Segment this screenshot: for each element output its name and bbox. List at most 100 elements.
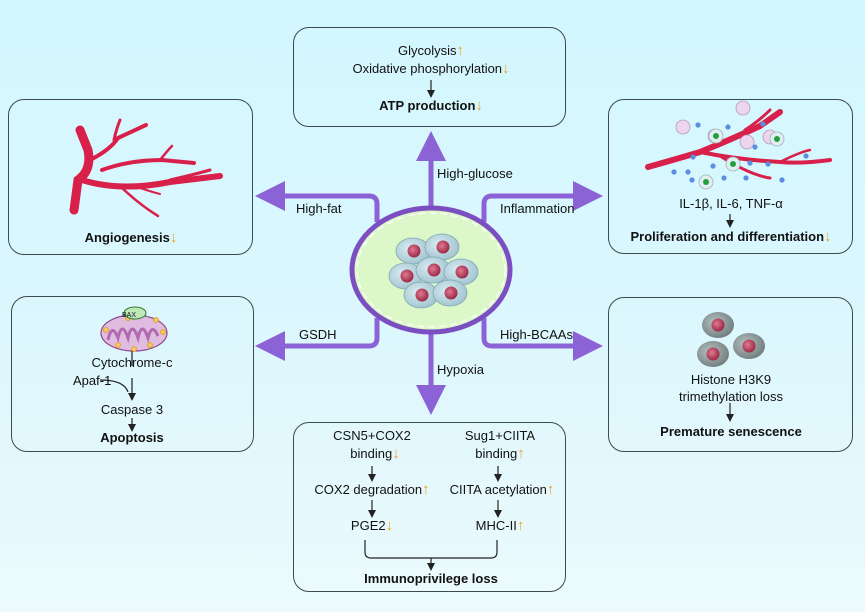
csn5-text: CSN5+COX2 <box>333 428 411 443</box>
cox2-degradation: COX2 degradation↑ <box>314 482 429 497</box>
immunoprivilege-outcome: Immunoprivilege loss <box>364 571 498 586</box>
sug1-text: Sug1+CIITA <box>464 428 536 443</box>
mhc-text: MHC-II <box>475 518 517 533</box>
box-angiogenesis <box>8 99 253 255</box>
immune-cell <box>675 119 691 135</box>
ciita-acetylation: CIITA acetylation↑ <box>450 482 555 497</box>
pge2-text: PGE2 <box>350 518 386 533</box>
angiogenesis-outcome: Angiogenesis↓ <box>85 230 178 245</box>
caspase-text: Caspase 3 <box>100 402 164 417</box>
angiogenesis-text: Angiogenesis <box>84 230 170 245</box>
senescent-cell <box>702 312 734 338</box>
label-high-glucose: High-glucose <box>437 166 513 181</box>
down-arrow-icon: ↓ <box>475 97 483 114</box>
up-arrow-icon: ↑ <box>456 42 465 59</box>
cytokine-dot <box>779 177 785 183</box>
apoptosis-outcome: Apoptosis <box>100 430 164 445</box>
down-arrow-icon: ↓ <box>392 445 400 462</box>
histone-text-line1: Histone H3K9 <box>690 372 772 387</box>
blood-vessel-icon <box>69 118 223 218</box>
up-arrow-icon: ↑ <box>546 481 555 498</box>
senescence-outcome: Premature senescence <box>660 424 802 439</box>
stem-cell <box>424 233 460 261</box>
atp-text: ATP production <box>379 98 476 113</box>
label-inflammation: Inflammation <box>500 201 575 216</box>
box-inflammation <box>608 99 853 254</box>
immuno-arrows <box>364 466 502 571</box>
glycolysis-line: Glycolysis↑ <box>398 43 464 58</box>
box-immunoprivilege <box>293 422 566 592</box>
up-arrow-icon: ↑ <box>516 517 525 534</box>
senescent-cell <box>697 341 729 367</box>
immune-cell <box>735 100 751 116</box>
box-apoptosis <box>11 296 254 452</box>
down-arrow-icon: ↓ <box>385 517 394 534</box>
inflamed-vessel-icon <box>645 100 832 190</box>
csn5-binding: binding↓ <box>350 446 399 461</box>
cytokine-dot <box>721 175 727 181</box>
cytokine-dot <box>689 177 695 183</box>
pge2: PGE2↓ <box>351 518 393 533</box>
oxphos-line: Oxidative phosphorylation↓ <box>352 61 509 76</box>
cytokine-dot <box>752 144 758 150</box>
hub-cell-cluster <box>349 205 513 335</box>
arrow-high-bcaas <box>481 318 603 361</box>
cytokine-dot <box>803 153 809 159</box>
box-senescence <box>608 297 853 452</box>
label-gsdh: GSDH <box>299 327 337 342</box>
apaf-text: Apaf-1 <box>73 373 112 388</box>
arrow-inflammation <box>481 181 603 222</box>
cells-icon <box>697 312 765 367</box>
sug1-binding: binding↑ <box>475 446 524 461</box>
stem-cell <box>698 174 714 190</box>
down-arrow-icon: ↓ <box>169 229 178 246</box>
proliferation-outcome: Proliferation and differentiation↓ <box>630 229 831 244</box>
mitochondrion-icon <box>100 306 168 352</box>
stem-cell <box>769 131 785 147</box>
senescent-cell <box>733 333 765 359</box>
down-arrow-icon: ↓ <box>824 228 832 245</box>
stem-cell <box>395 237 431 265</box>
label-high-fat: High-fat <box>296 201 342 216</box>
cytokine-dot <box>725 124 731 130</box>
stem-cell <box>443 258 479 286</box>
binding-text: binding <box>350 446 393 461</box>
stem-cell <box>432 279 468 307</box>
cytokine-dot <box>690 154 696 160</box>
binding-text: binding <box>475 446 518 461</box>
arrow-high-fat <box>255 181 380 222</box>
up-arrow-icon: ↑ <box>517 445 525 462</box>
stem-cell <box>725 156 741 172</box>
cytokine-dot <box>765 161 771 167</box>
cytokine-dot <box>710 163 716 169</box>
proliferation-text: Proliferation and differentiation <box>630 229 825 244</box>
cytokine-dot <box>685 169 691 175</box>
cytokine-dot <box>760 121 766 127</box>
immune-cell <box>739 134 755 150</box>
cox2-text: COX2 degradation <box>314 482 423 497</box>
mhc-ii: MHC-II↑ <box>476 518 525 533</box>
stem-cell <box>403 281 439 309</box>
pathway-arrows <box>255 131 603 415</box>
glycolysis-text: Glycolysis <box>397 43 457 58</box>
label-high-bcaas: High-BCAAs <box>500 327 573 342</box>
histone-text-line2: trimethylation loss <box>678 389 784 404</box>
down-arrow-icon: ↓ <box>502 60 510 77</box>
cytochrome-text: Cytochrome-c <box>91 355 173 370</box>
cytokine-dot <box>743 175 749 181</box>
ciita-text: CIITA acetylation <box>449 482 547 497</box>
box-metabolism <box>293 27 566 127</box>
apoptosis-arrows <box>99 351 136 432</box>
oxphos-text: Oxidative phosphorylation <box>352 61 503 76</box>
up-arrow-icon: ↑ <box>422 481 430 498</box>
label-hypoxia: Hypoxia <box>437 362 484 377</box>
arrow-gsdh <box>255 318 380 361</box>
cytokine-dot <box>671 169 677 175</box>
atp-outcome: ATP production↓ <box>379 98 483 113</box>
bax-label: BAX <box>121 312 137 319</box>
stem-cell <box>708 128 724 144</box>
cytokine-dot <box>695 122 701 128</box>
cytokines-text: IL-1β, IL-6, TNF-α <box>679 196 783 211</box>
cytokine-dot <box>747 160 753 166</box>
